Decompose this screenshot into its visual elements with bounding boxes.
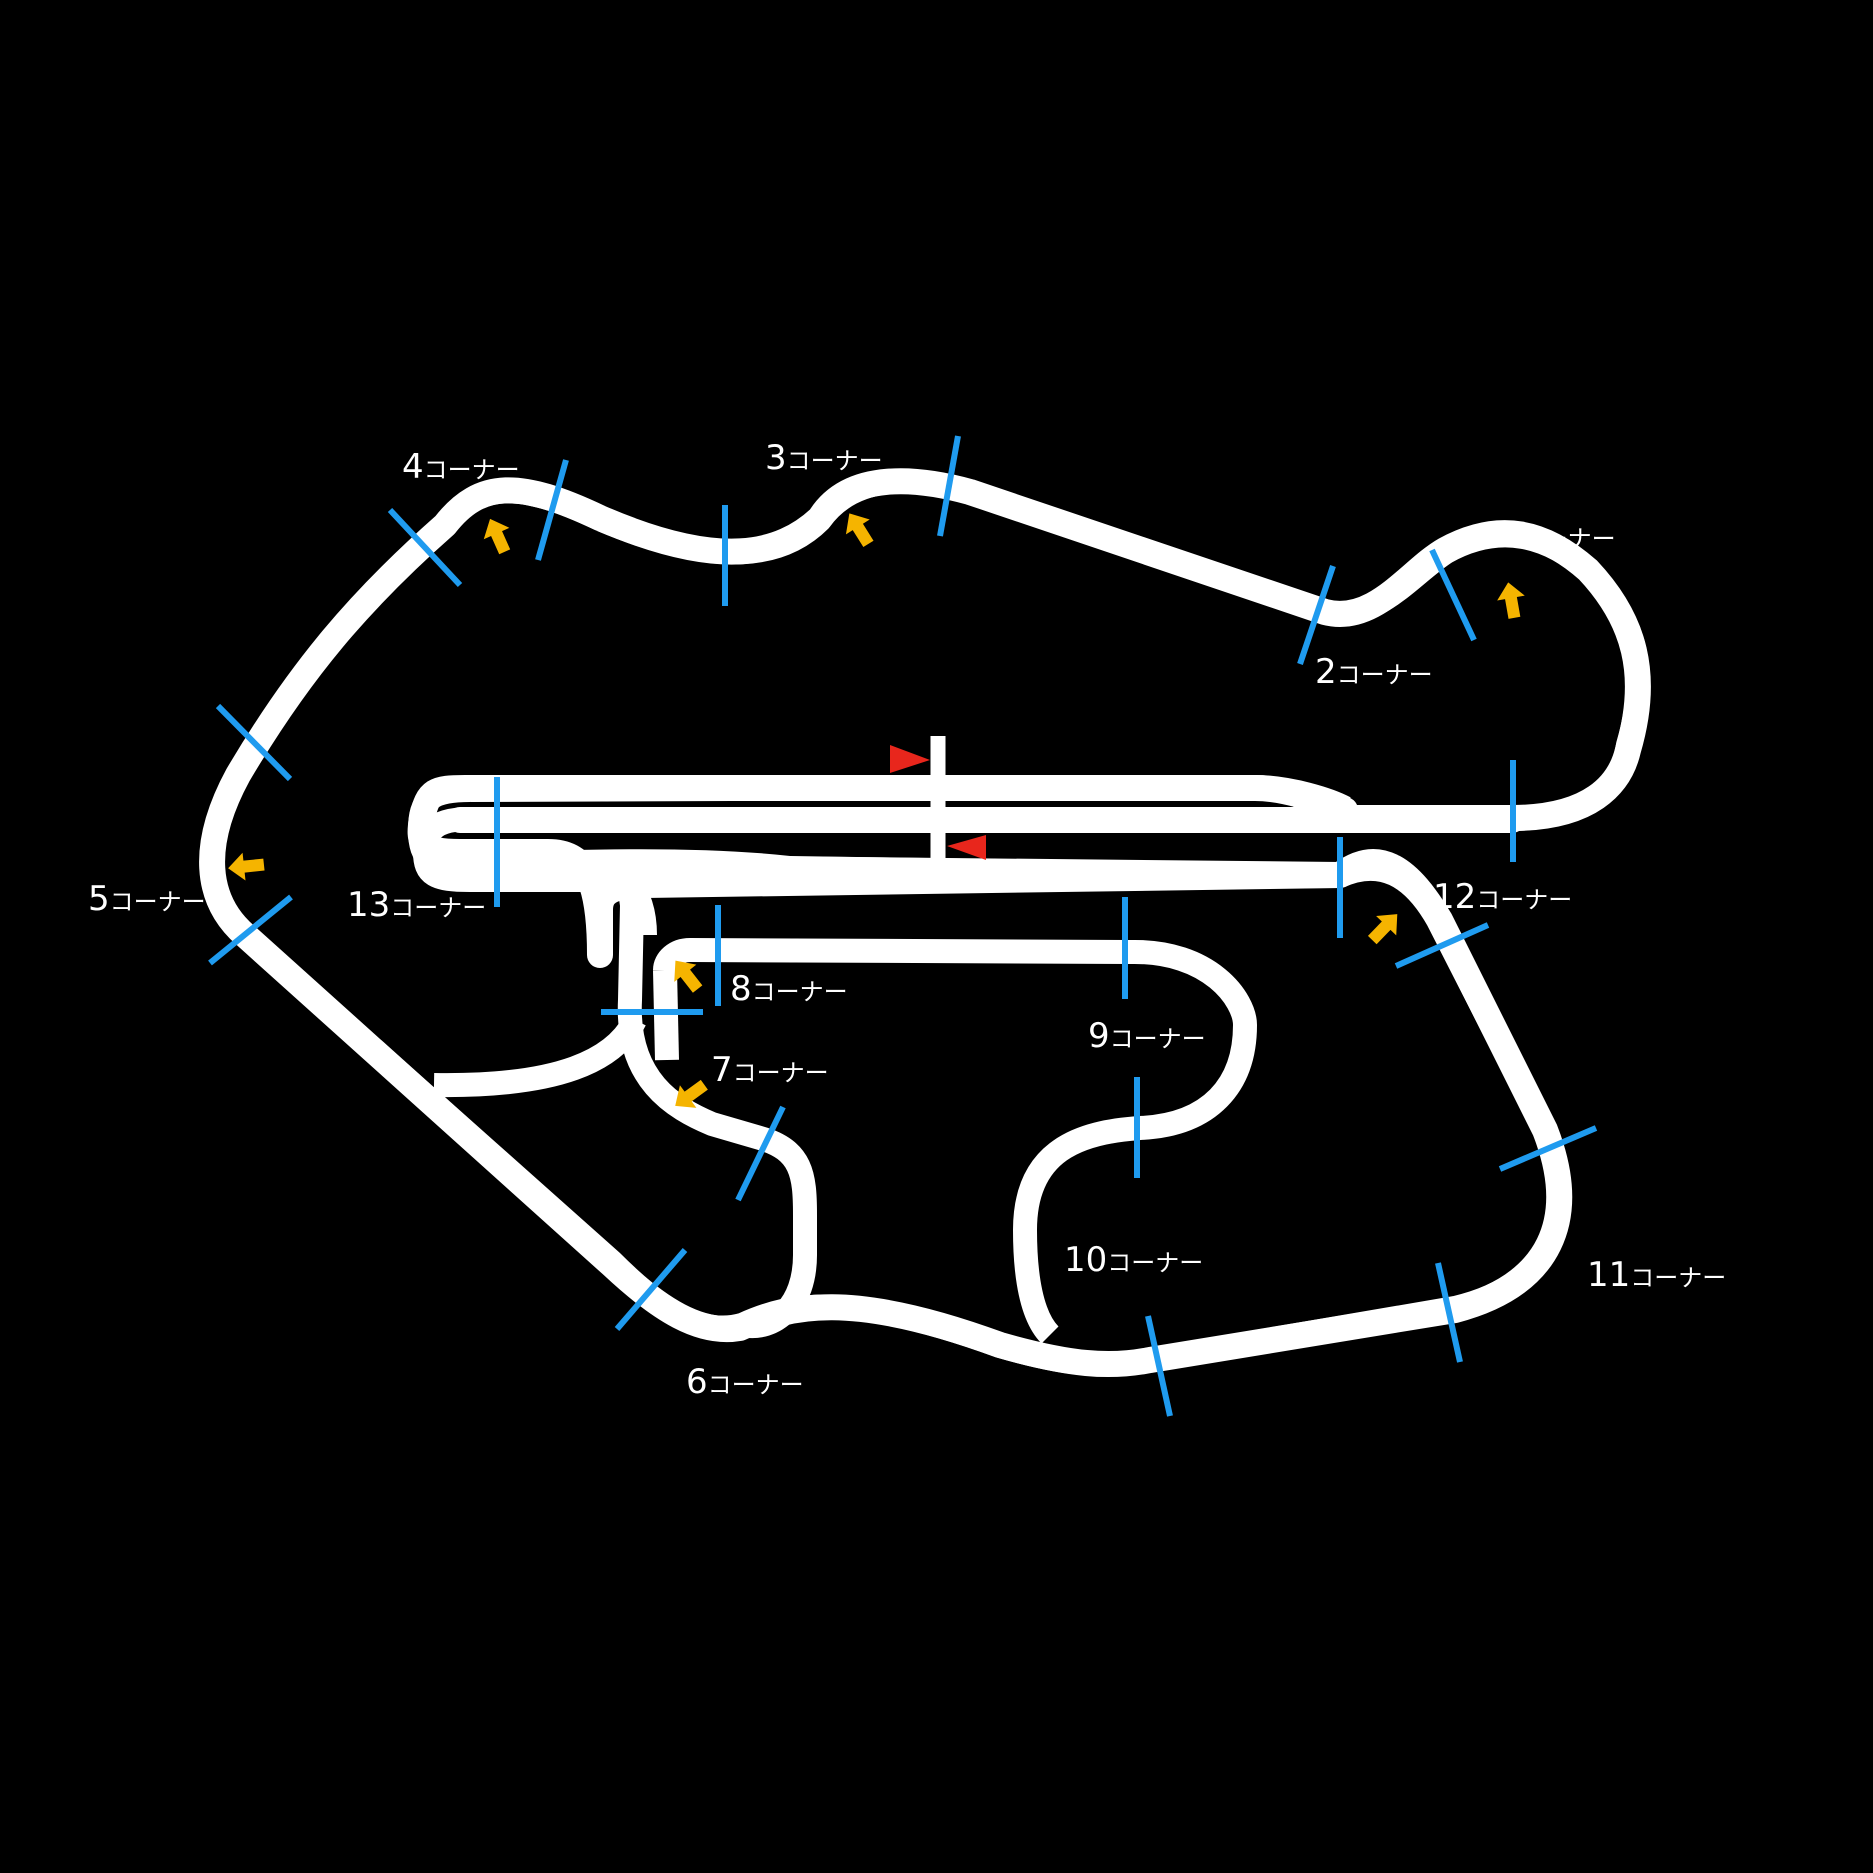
corner-suffix: コーナー bbox=[1109, 1025, 1206, 1053]
track-inner-7-8 bbox=[617, 904, 817, 1339]
corner-suffix: コーナー bbox=[109, 888, 206, 916]
corner-suffix: コーナー bbox=[1476, 886, 1573, 914]
track-straight-upper bbox=[469, 775, 1351, 819]
sector-line bbox=[535, 459, 569, 561]
corner-suffix: コーナー bbox=[1519, 525, 1616, 553]
corner-label-3: 3コーナー bbox=[765, 441, 883, 475]
corner-label-2: 2コーナー bbox=[1315, 655, 1433, 689]
corner-suffix: コーナー bbox=[786, 447, 883, 475]
track-hairpin-loop bbox=[408, 778, 1341, 888]
corner-number: 9 bbox=[1088, 1016, 1110, 1056]
corner-label-13: 13コーナー bbox=[347, 888, 486, 922]
corner-number: 8 bbox=[730, 969, 752, 1009]
corner-suffix: コーナー bbox=[1336, 661, 1433, 689]
start-flag-icon bbox=[890, 745, 930, 773]
corner-label-10: 10コーナー bbox=[1064, 1243, 1203, 1277]
sector-line bbox=[937, 435, 961, 537]
direction-arrow-icon bbox=[675, 1079, 708, 1108]
corner-suffix: コーナー bbox=[390, 894, 487, 922]
corner-suffix: コーナー bbox=[732, 1059, 829, 1087]
track-infield-link bbox=[433, 1014, 646, 1098]
corner-number: 10 bbox=[1064, 1240, 1108, 1280]
sector-line bbox=[1498, 1125, 1598, 1172]
direction-arrow-icon bbox=[228, 852, 265, 881]
sector-line bbox=[1394, 922, 1490, 969]
corner-suffix: コーナー bbox=[1107, 1249, 1204, 1277]
sector-line bbox=[208, 894, 293, 966]
corner-suffix: コーナー bbox=[751, 978, 848, 1006]
sector-lines bbox=[208, 435, 1598, 1417]
corner-label-5: 5コーナー bbox=[88, 882, 206, 916]
corner-number: 7 bbox=[711, 1050, 733, 1090]
corner-number: 12 bbox=[1433, 877, 1477, 917]
sector-line bbox=[387, 507, 463, 588]
corner-label-6: 6コーナー bbox=[686, 1365, 804, 1399]
corner-suffix: コーナー bbox=[1630, 1264, 1727, 1292]
start-flag-icon bbox=[947, 835, 986, 860]
corner-label-8: 8コーナー bbox=[730, 972, 848, 1006]
direction-arrow-icon bbox=[1497, 582, 1525, 619]
sector-line bbox=[215, 703, 293, 782]
direction-arrow-icon bbox=[1367, 914, 1398, 945]
track-sector-10-11 bbox=[1147, 856, 1571, 1372]
corner-label-4: 4コーナー bbox=[402, 450, 520, 484]
corner-number: 1 bbox=[1498, 516, 1520, 556]
direction-arrows bbox=[228, 513, 1525, 1108]
track-sector-5-6 bbox=[238, 927, 746, 1340]
corner-number: 3 bbox=[765, 438, 787, 478]
track-sector-4-5 bbox=[199, 479, 608, 946]
direction-arrow-icon bbox=[483, 518, 511, 555]
sector-line bbox=[1429, 548, 1477, 642]
sector-line bbox=[1297, 565, 1336, 665]
corner-number: 2 bbox=[1315, 652, 1337, 692]
corner-suffix: コーナー bbox=[707, 1371, 804, 1399]
corner-number: 4 bbox=[402, 447, 424, 487]
corner-number: 5 bbox=[88, 879, 110, 919]
track-sector-1-2 bbox=[597, 469, 1650, 831]
sector-line bbox=[614, 1248, 688, 1331]
sector-line bbox=[735, 1105, 786, 1202]
corner-number: 6 bbox=[686, 1362, 708, 1402]
track-inner-8-9 bbox=[653, 938, 1257, 1344]
direction-arrow-icon bbox=[674, 960, 703, 993]
corner-label-12: 12コーナー bbox=[1433, 880, 1572, 914]
sector-line bbox=[1435, 1262, 1463, 1363]
corner-suffix: コーナー bbox=[423, 456, 520, 484]
corner-label-9: 9コーナー bbox=[1088, 1019, 1206, 1053]
direction-arrow-icon bbox=[845, 513, 874, 548]
corner-label-11: 11コーナー bbox=[1587, 1258, 1726, 1292]
corner-number: 11 bbox=[1587, 1255, 1631, 1295]
sector-line bbox=[1145, 1315, 1173, 1417]
corner-label-7: 7コーナー bbox=[711, 1053, 829, 1087]
corner-number: 13 bbox=[347, 885, 391, 925]
corner-label-1: 1コーナー bbox=[1498, 519, 1616, 553]
